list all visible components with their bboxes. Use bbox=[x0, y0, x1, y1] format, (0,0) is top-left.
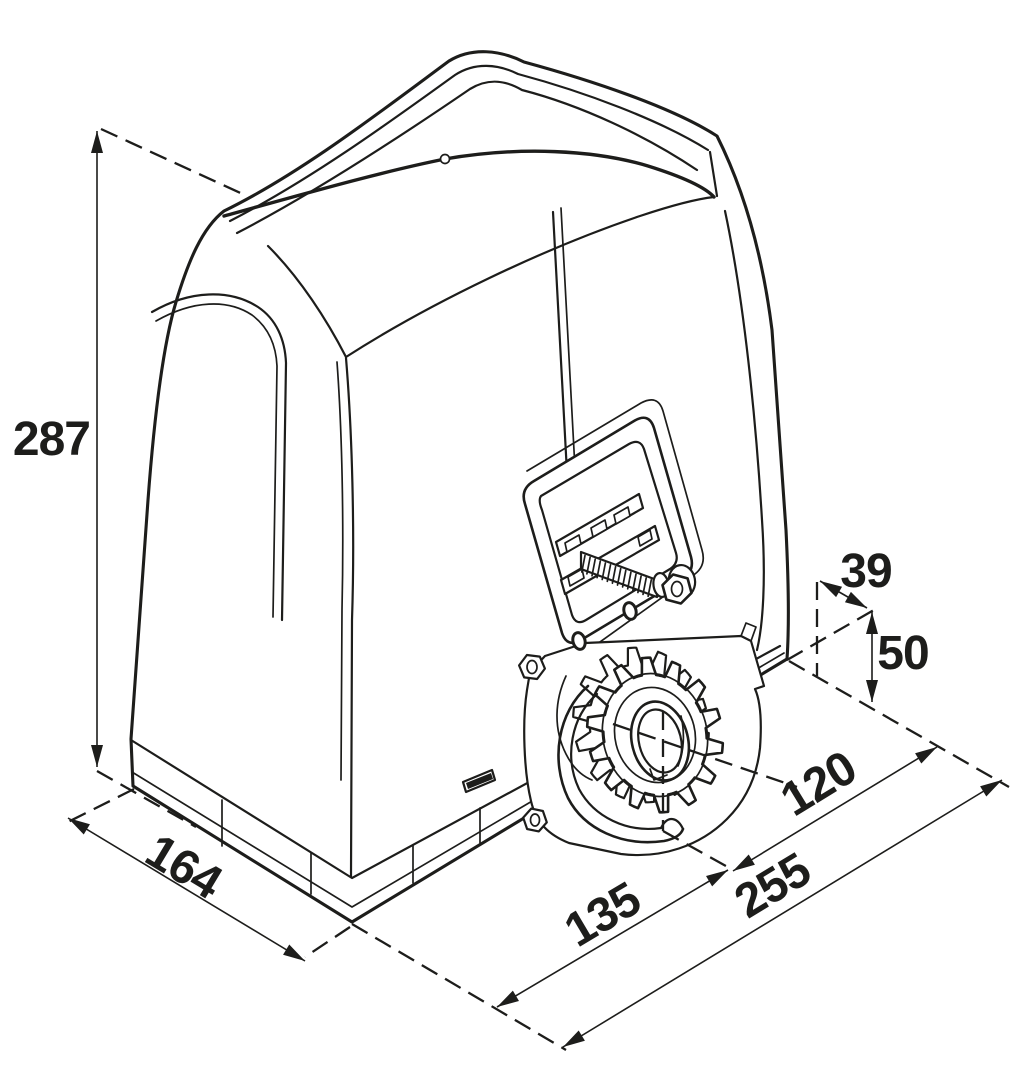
screw-thread bbox=[596, 560, 602, 579]
extension-line bbox=[63, 787, 135, 826]
gear-bore-wall bbox=[677, 715, 685, 767]
rail-slot bbox=[590, 519, 608, 538]
right-face-seam bbox=[560, 207, 576, 470]
dim-label-height: 287 bbox=[13, 413, 90, 466]
dimension-line-width-rear-arrowhead bbox=[733, 854, 755, 871]
screw-thread bbox=[580, 554, 586, 573]
rail-slot bbox=[613, 506, 631, 525]
dim-label-pinion-offset: 39 bbox=[840, 545, 891, 598]
extension-line bbox=[786, 606, 880, 661]
screw-threads bbox=[580, 554, 653, 598]
dimension-line-width-rear-arrowhead bbox=[915, 747, 937, 764]
dimension-lines bbox=[67, 131, 1003, 1048]
plate-hole bbox=[571, 631, 587, 651]
screw-thread bbox=[647, 578, 653, 598]
extension-line bbox=[788, 660, 1010, 788]
left-panel-edge-inner bbox=[155, 303, 278, 618]
guide-rail bbox=[559, 524, 661, 596]
dimension-line-width-total bbox=[562, 779, 1003, 1048]
extension-line bbox=[96, 769, 197, 829]
pinion-gear bbox=[572, 646, 725, 814]
left-panel-edge bbox=[150, 293, 288, 622]
plate-tab bbox=[740, 622, 757, 642]
roof-ridge-line bbox=[235, 80, 699, 235]
right-edge-inner bbox=[723, 209, 765, 652]
rail-slot bbox=[637, 529, 653, 547]
roof-ridge-line bbox=[228, 64, 710, 223]
dim-label-width-front: 135 bbox=[556, 873, 650, 958]
dimension-line-width-front-arrowhead bbox=[706, 870, 728, 887]
dimension-line-height-arrowhead bbox=[91, 745, 103, 767]
pivot-bolt-face bbox=[529, 813, 541, 827]
screw-thread bbox=[606, 563, 612, 583]
screw-thread bbox=[637, 575, 642, 594]
rack-guard bbox=[557, 684, 685, 844]
bracket-recess-edge bbox=[526, 399, 705, 653]
extension-lines bbox=[63, 127, 1010, 1051]
screw-thread bbox=[601, 562, 607, 581]
plate-hole bbox=[622, 601, 638, 621]
dim-label-pinion-height: 50 bbox=[877, 627, 928, 680]
dimension-line-pinion-offset-arrowhead bbox=[820, 581, 843, 598]
extension-line bbox=[612, 722, 798, 789]
screw-thread bbox=[586, 556, 591, 575]
screw-thread bbox=[621, 569, 627, 588]
rack-guard-inner bbox=[570, 692, 663, 830]
gear-root-circle bbox=[601, 672, 709, 798]
nut-bore bbox=[670, 580, 684, 598]
screw-thread bbox=[631, 573, 637, 592]
right-face-seam bbox=[551, 210, 569, 475]
pivot-bolt-face bbox=[526, 659, 538, 675]
dimension-line-depth-arrowhead bbox=[68, 818, 90, 835]
screw-thread bbox=[611, 565, 617, 585]
front-panel-seam bbox=[266, 244, 348, 359]
dimension-line-depth bbox=[67, 817, 306, 962]
dimension-line-pinion-offset-arrowhead bbox=[844, 591, 867, 608]
dimension-line-width-rear bbox=[732, 746, 938, 872]
roof-screw-hole bbox=[439, 153, 451, 165]
screw-thread bbox=[642, 577, 648, 596]
screw-thread bbox=[626, 571, 632, 590]
dimension-line-width-total-arrowhead bbox=[980, 780, 1002, 797]
gear-bore-inner bbox=[637, 708, 683, 774]
extension-line bbox=[662, 829, 734, 872]
pivot-bolts bbox=[518, 653, 548, 833]
rail-slot bbox=[567, 568, 585, 587]
dimension-line-depth-arrowhead bbox=[283, 944, 305, 961]
screw-thread bbox=[616, 567, 622, 586]
extension-line bbox=[304, 926, 351, 958]
front-corner-edge-inner bbox=[336, 361, 344, 781]
extension-line bbox=[351, 923, 567, 1051]
roof-edge-seam bbox=[222, 149, 716, 218]
rail-slot bbox=[564, 534, 582, 553]
vent-slot-opening bbox=[466, 773, 493, 789]
dimension-line-pinion-height-arrowhead bbox=[866, 612, 878, 634]
gate-motor-illustration bbox=[129, 50, 790, 924]
dim-label-width-rear: 120 bbox=[772, 741, 865, 826]
roof-corner-seam bbox=[708, 150, 719, 198]
dimension-line-width-front-arrowhead bbox=[497, 990, 519, 1007]
dimension-line-pinion-height-arrowhead bbox=[866, 680, 878, 702]
release-screw-nut bbox=[661, 573, 693, 605]
dimension-line-width-total-arrowhead bbox=[563, 1030, 585, 1047]
extension-line bbox=[100, 127, 248, 198]
dimension-line-width-front bbox=[496, 869, 729, 1008]
front-corner-edge bbox=[344, 356, 355, 879]
dimension-line-height-arrowhead bbox=[91, 131, 103, 153]
release-bracket-frame-inner bbox=[538, 440, 678, 624]
release-cable bbox=[556, 675, 593, 781]
dim-label-width-total: 255 bbox=[726, 843, 820, 928]
front-right-panel-seam bbox=[344, 195, 716, 359]
screw-thread bbox=[591, 558, 597, 577]
